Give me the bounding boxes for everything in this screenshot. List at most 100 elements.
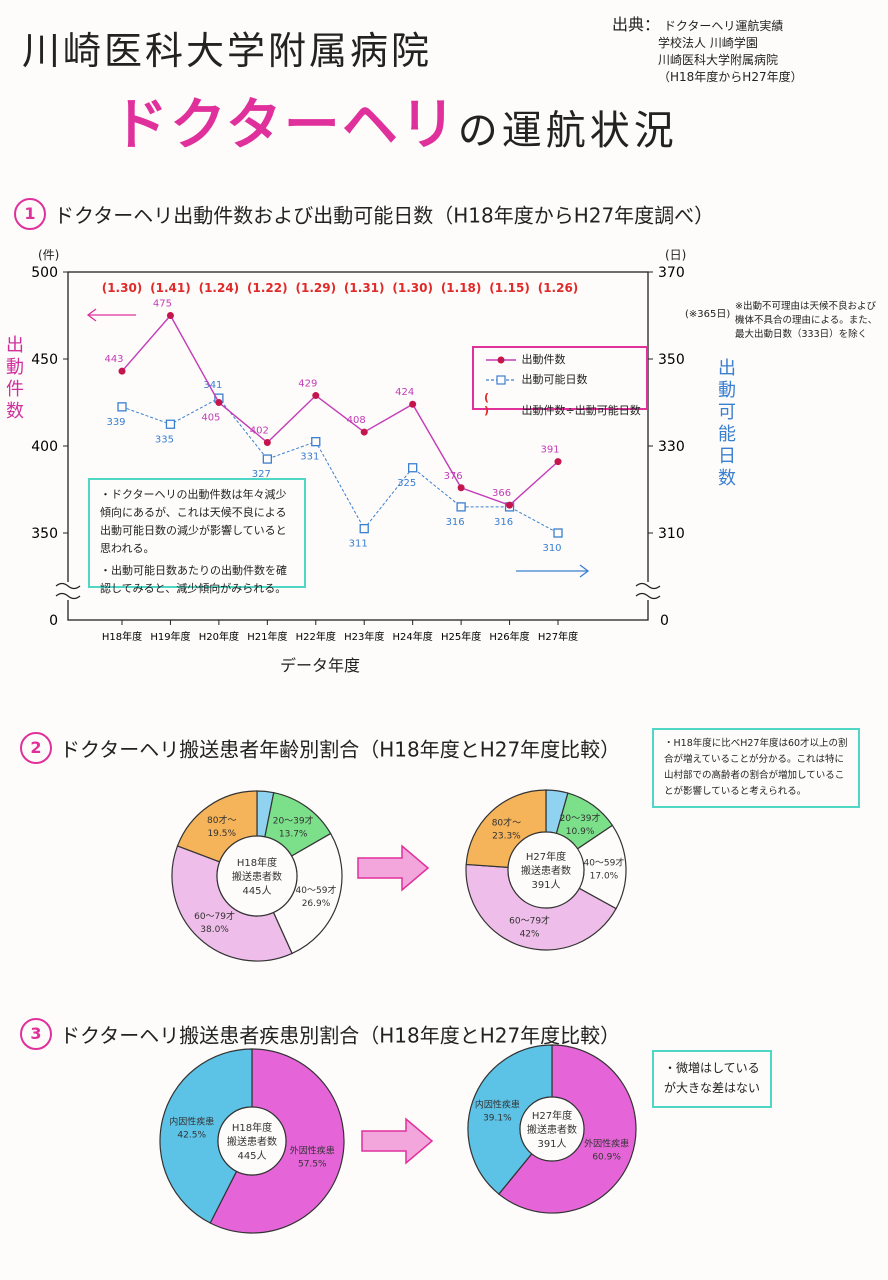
left-axis-label: 出動件数 <box>3 335 24 423</box>
center-label: 445人 <box>237 1150 266 1162</box>
page-title: 川崎医科大学附属病院 <box>22 29 433 73</box>
cases-label: 424 <box>395 387 414 398</box>
section1-note: ・ドクターヘリの出動件数は年々減少傾向にあるが、これは天候不良による出動可能日数… <box>88 478 306 595</box>
title-rest: の運航状況 <box>457 108 678 154</box>
series-days-line <box>121 397 559 534</box>
cases-point <box>457 484 465 492</box>
axis-break-mark <box>55 582 81 590</box>
cases-label: 429 <box>298 379 317 390</box>
cases-label: 366 <box>492 488 511 499</box>
center-label: H27年度 <box>526 850 566 863</box>
source-block: 出典： ドクターヘリ運航実績 学校法人 川崎学園 川崎医科大学附属病院 （H18… <box>612 16 882 86</box>
days-label: 310 <box>542 543 561 554</box>
donut-hole <box>217 1106 287 1176</box>
center-label: H18年度 <box>232 1121 272 1134</box>
legend-item: 出動件数 <box>484 351 566 367</box>
cases-label: 402 <box>250 426 269 437</box>
slice-pct: 26.9% <box>302 899 331 909</box>
days-label: 316 <box>494 517 513 528</box>
section3-number: 3 <box>20 1018 52 1050</box>
days-label: 339 <box>106 417 125 428</box>
chart-legend: 出動件数 出動可能日数 ( ) 出動件数÷出動可能日数 <box>472 346 648 417</box>
days-label: 341 <box>203 380 222 391</box>
center-label: 搬送患者数 <box>227 1135 277 1148</box>
section1-title-text: ドクターヘリ出動件数および出動可能日数（H18年度からH27年度調べ） <box>54 203 715 228</box>
cases-label: 376 <box>444 471 463 482</box>
center-label: H27年度 <box>532 1109 572 1122</box>
legend-label: 出動可能日数 <box>521 373 588 386</box>
slice-label: 外因性疾患 <box>584 1137 629 1149</box>
days-point <box>311 436 321 447</box>
center-label: H18年度 <box>237 856 277 869</box>
days-point <box>359 524 369 534</box>
slice-label: 80才〜 <box>492 817 521 829</box>
center-label: 391人 <box>537 1138 566 1150</box>
cases-point <box>360 428 368 436</box>
right-axis-unit: (日) <box>665 248 687 262</box>
ratio-label: (1.29) <box>295 281 336 295</box>
x-tick-label: H27年度 <box>538 630 578 643</box>
source-line: 川崎医科大学附属病院 <box>658 53 779 67</box>
axis-break-mask <box>640 582 656 600</box>
legend-label: 出動件数 <box>521 353 566 366</box>
days-label: 325 <box>397 478 416 489</box>
days-label: 331 <box>300 452 319 463</box>
y-tick-label-right: 330 <box>658 439 685 455</box>
section2-number: 2 <box>20 732 52 764</box>
days-point <box>117 402 127 412</box>
slice-pct: 19.5% <box>207 829 236 839</box>
section2-note: ・H18年度に比べH27年度は60才以上の割合が増えていることが分かる。これは特… <box>652 728 860 808</box>
ratio-label: (1.26) <box>538 281 579 295</box>
axis-break-mask <box>60 582 76 600</box>
slice-pct: 60.9% <box>592 1152 621 1162</box>
ratio-label: (1.24) <box>199 281 240 295</box>
donut-hole <box>507 831 585 909</box>
days-point <box>456 502 466 512</box>
annotation-365: (※365日) <box>685 309 731 320</box>
right-axis-label: 出動可能日数 <box>715 358 736 490</box>
axis-break-mark <box>635 582 661 590</box>
ratio-label: (1.15) <box>489 281 530 295</box>
y-tick-label-left: 500 <box>31 265 58 281</box>
slice-label: 60〜79才 <box>509 915 550 927</box>
left-arrow-head <box>86 308 97 322</box>
slice-label: 40〜59才 <box>583 856 624 868</box>
slice-label: 80才〜 <box>207 814 236 826</box>
legend-item: ( ) 出動件数÷出動可能日数 <box>484 391 641 418</box>
center-label: 445人 <box>242 885 271 897</box>
slice-label: 20〜39才 <box>560 812 601 824</box>
cases-point <box>409 400 417 408</box>
slice-pct: 13.7% <box>279 830 308 840</box>
slice-pct: 57.5% <box>298 1159 327 1169</box>
slice-pct: 39.1% <box>483 1114 512 1124</box>
days-label: 335 <box>155 434 174 445</box>
days-point <box>262 454 272 464</box>
section3-note: ・微増はしているが大きな差はない <box>652 1050 772 1108</box>
compare-arrow <box>361 1117 434 1165</box>
compare-arrow <box>357 844 430 892</box>
ratio-label: (1.30) <box>102 281 143 295</box>
cases-point <box>312 392 320 400</box>
legend-dash-icon <box>486 375 516 385</box>
legend-item: 出動可能日数 <box>484 371 588 387</box>
source-label: 出典： <box>612 15 661 34</box>
legend-paren-icon: ( ) <box>484 391 502 417</box>
ratio-label: (1.41) <box>150 281 191 295</box>
cases-point <box>166 312 174 319</box>
slice-label: 20〜39才 <box>273 815 314 827</box>
ratio-label: (1.31) <box>344 281 385 295</box>
x-tick-label: H24年度 <box>393 630 433 643</box>
source-line: 学校法人 川崎学園 <box>658 36 758 50</box>
x-tick-label: H19年度 <box>150 630 190 643</box>
days-point <box>165 419 176 429</box>
x-tick-label: H23年度 <box>344 630 384 643</box>
cases-label: 443 <box>104 354 123 365</box>
cases-label: 405 <box>201 413 220 424</box>
cases-label: 475 <box>153 299 172 310</box>
cases-label: 391 <box>540 445 559 456</box>
x-tick-label: H18年度 <box>102 630 142 643</box>
center-label: 搬送患者数 <box>527 1123 577 1136</box>
days-label: 316 <box>446 517 465 528</box>
